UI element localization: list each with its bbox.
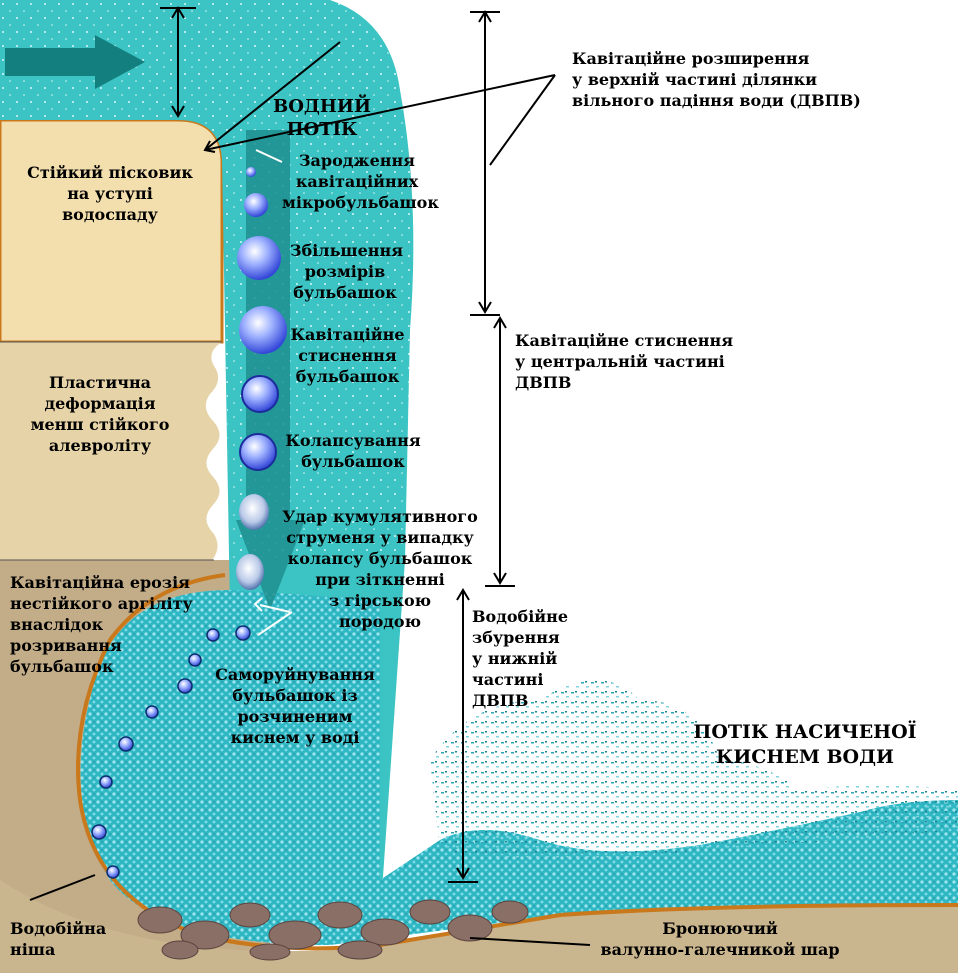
stage-1-label: Зародження кавітаційних мікробульбашок <box>282 150 432 213</box>
bubble-7 <box>239 494 269 530</box>
armor-layer-label: Бронюючий валунно-галечникой шар <box>585 918 855 960</box>
bubble-3 <box>237 236 281 280</box>
sandstone-ledge <box>0 120 222 342</box>
bubble-5 <box>242 376 278 412</box>
stage-4-label: Колапсування бульбашок <box>283 430 423 472</box>
bubble-6 <box>240 434 276 470</box>
bubble-4 <box>239 306 287 354</box>
stage-6-label: Саморуйнування бульбашок із розчиненим к… <box>210 664 380 748</box>
argillite-label: Кавітаційна ерозія нестійкого аргіліту в… <box>10 572 210 677</box>
sandstone-label: Стійкий пісковик на уступі водоспаду <box>5 162 215 225</box>
stage-2-label: Збільшення розмірів бульбашок <box>290 240 400 303</box>
oxygen-flow-label: ПОТІК НАСИЧЕНОЇ КИСНЕМ ВОДИ <box>670 720 940 770</box>
stage-5-label: Удар кумулятивного струменя у випадку ко… <box>280 506 480 632</box>
stage-3-label: Кавітаційне стиснення бульбашок <box>285 324 410 387</box>
water-flow-label: ВОДНИЙ ПОТІК <box>272 95 372 141</box>
siltstone-label: Пластична деформація менш стійкого алевр… <box>10 372 190 456</box>
zone-lower-label: Водобійне збурення у нижній частині ДВПВ <box>472 606 592 711</box>
niche-label: Водобійна ніша <box>10 918 130 960</box>
bubble-2 <box>244 193 268 217</box>
zone-middle-label: Кавітаційне стиснення у центральній част… <box>515 330 815 393</box>
bubble-1 <box>246 167 256 177</box>
bubble-8 <box>236 554 264 590</box>
zone-upper-label: Кавітаційне розширення у верхній частині… <box>572 48 952 111</box>
